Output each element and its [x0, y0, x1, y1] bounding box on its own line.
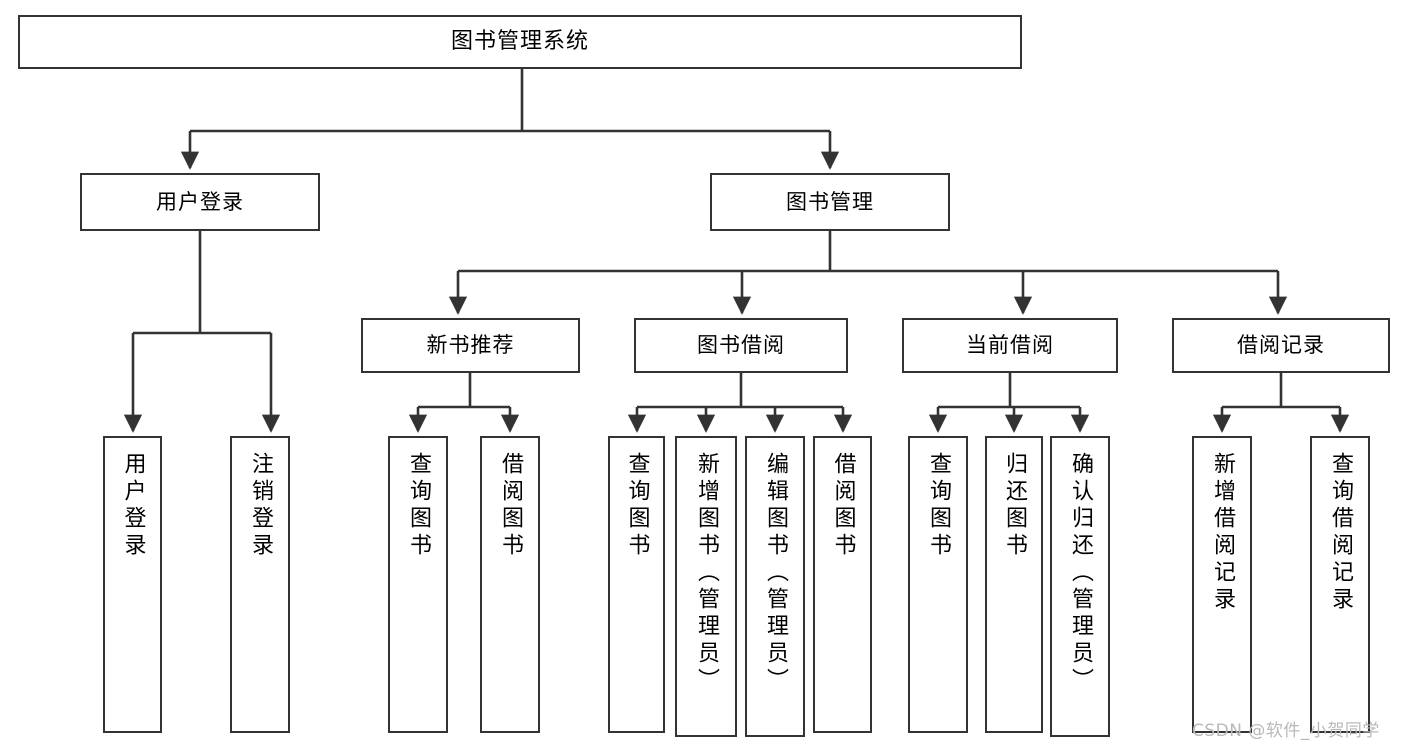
node-leaf-confirm-return-label: 确认归还（管理员） — [1068, 452, 1093, 695]
node-leaf-return-book-label: 归还图书 — [1002, 452, 1027, 560]
node-leaf-logout[interactable]: 注销登录 — [230, 436, 290, 733]
node-leaf-borrow-book-2-label: 借阅图书 — [830, 452, 856, 560]
node-leaf-add-record-label: 新增借阅记录 — [1210, 452, 1235, 614]
node-book-borrow-label: 图书借阅 — [697, 333, 785, 358]
node-leaf-add-book-label: 新增图书（管理员） — [694, 452, 719, 695]
node-root[interactable]: 图书管理系统 — [18, 15, 1022, 69]
csdn-watermark: CSDN @软件_小贺同学 — [1192, 721, 1380, 741]
node-book-manage-label: 图书管理 — [786, 189, 874, 214]
node-book-borrow[interactable]: 图书借阅 — [634, 318, 848, 373]
node-leaf-query-record[interactable]: 查询借阅记录 — [1310, 436, 1370, 733]
node-new-book-rec[interactable]: 新书推荐 — [361, 318, 580, 373]
node-leaf-user-login-label: 用户登录 — [120, 452, 146, 560]
node-leaf-query-book-1-label: 查询图书 — [406, 452, 431, 560]
node-leaf-return-book[interactable]: 归还图书 — [985, 436, 1043, 733]
node-leaf-borrow-book-2[interactable]: 借阅图书 — [813, 436, 872, 733]
node-leaf-query-book-3[interactable]: 查询图书 — [908, 436, 968, 733]
node-leaf-borrow-book-1-label: 借阅图书 — [498, 452, 523, 560]
node-leaf-borrow-book-1[interactable]: 借阅图书 — [480, 436, 540, 733]
node-borrow-record-label: 借阅记录 — [1237, 333, 1325, 358]
node-root-label: 图书管理系统 — [450, 29, 589, 55]
node-leaf-query-record-label: 查询借阅记录 — [1328, 452, 1353, 614]
node-user-login[interactable]: 用户登录 — [80, 173, 320, 231]
node-leaf-add-record[interactable]: 新增借阅记录 — [1192, 436, 1252, 733]
node-leaf-query-book-1[interactable]: 查询图书 — [388, 436, 448, 733]
node-user-login-label: 用户登录 — [156, 189, 244, 214]
node-borrow-record[interactable]: 借阅记录 — [1172, 318, 1390, 373]
node-leaf-add-book[interactable]: 新增图书（管理员） — [675, 436, 737, 737]
node-leaf-logout-label: 注销登录 — [248, 452, 273, 560]
node-leaf-query-book-2[interactable]: 查询图书 — [608, 436, 665, 733]
node-new-book-rec-label: 新书推荐 — [426, 333, 515, 358]
node-leaf-confirm-return[interactable]: 确认归还（管理员） — [1050, 436, 1110, 737]
node-leaf-query-book-3-label: 查询图书 — [926, 452, 951, 560]
node-leaf-edit-book[interactable]: 编辑图书（管理员） — [745, 436, 805, 737]
node-book-manage[interactable]: 图书管理 — [710, 173, 950, 231]
node-current-borrow[interactable]: 当前借阅 — [902, 318, 1118, 373]
node-leaf-query-book-2-label: 查询图书 — [624, 452, 650, 560]
node-leaf-user-login[interactable]: 用户登录 — [103, 436, 162, 733]
node-leaf-edit-book-label: 编辑图书（管理员） — [763, 452, 788, 695]
node-current-borrow-label: 当前借阅 — [966, 333, 1054, 358]
